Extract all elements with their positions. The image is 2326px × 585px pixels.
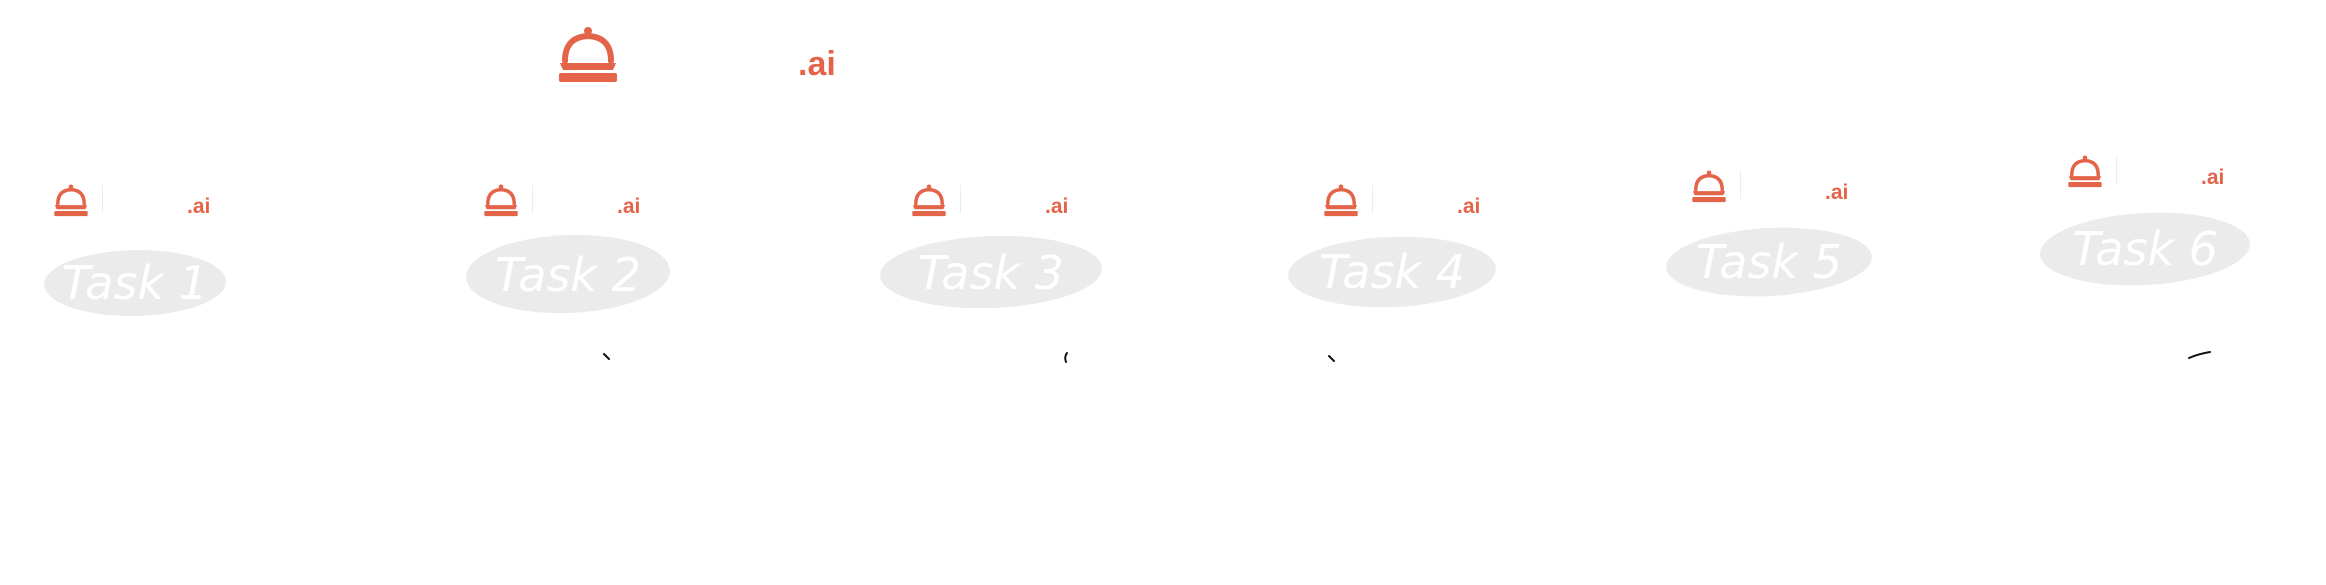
food-cloche-icon [54,184,88,217]
food-cloche-icon [484,184,518,217]
task-1-pill[interactable]: Task 1 [42,248,228,318]
task-label: Task 4 [1319,245,1465,299]
brand-suffix: .ai [1825,181,1849,204]
logo-divider [532,185,533,213]
brand-logo-small: .ai [1322,183,1492,223]
stray-mark [603,353,610,360]
task-2-pill[interactable]: Task 2 [464,233,672,315]
task-label: Task 6 [2072,222,2218,276]
brand-suffix: .ai [798,45,836,83]
logo-divider [1740,171,1741,199]
stray-mark [1328,355,1335,362]
brand-logo-small: .ai [482,183,652,223]
task-label: Task 1 [62,256,208,310]
brand-suffix: .ai [1457,195,1481,218]
food-cloche-icon [559,27,617,82]
brand-suffix: .ai [2201,166,2225,189]
brand-suffix: .ai [617,195,641,218]
food-cloche-icon [912,184,946,217]
task-6-pill[interactable]: Task 6 [2038,210,2252,288]
food-cloche-icon [1692,170,1726,203]
brand-logo-small: .ai [910,183,1080,223]
task-5-pill[interactable]: Task 5 [1664,225,1874,299]
task-label: Task 2 [495,248,641,302]
brand-logo-small: .ai [1690,169,1860,209]
brand-logo-small: .ai [52,183,222,223]
brand-logo-small: .ai [2066,154,2236,194]
task-3-pill[interactable]: Task 3 [878,233,1104,311]
stray-mark [1064,352,1068,363]
task-4-pill[interactable]: Task 4 [1286,234,1498,310]
brand-suffix: .ai [187,195,211,218]
task-label: Task 3 [918,246,1064,300]
logo-divider [102,185,103,213]
brand-suffix: .ai [1045,195,1069,218]
logo-divider [960,185,961,213]
logo-divider [2116,156,2117,184]
stray-mark [2188,351,2211,359]
task-label: Task 5 [1696,235,1842,289]
brand-logo-main: .ai [555,25,855,85]
food-cloche-icon [1324,184,1358,217]
food-cloche-icon [2068,155,2102,188]
logo-divider [1372,185,1373,213]
